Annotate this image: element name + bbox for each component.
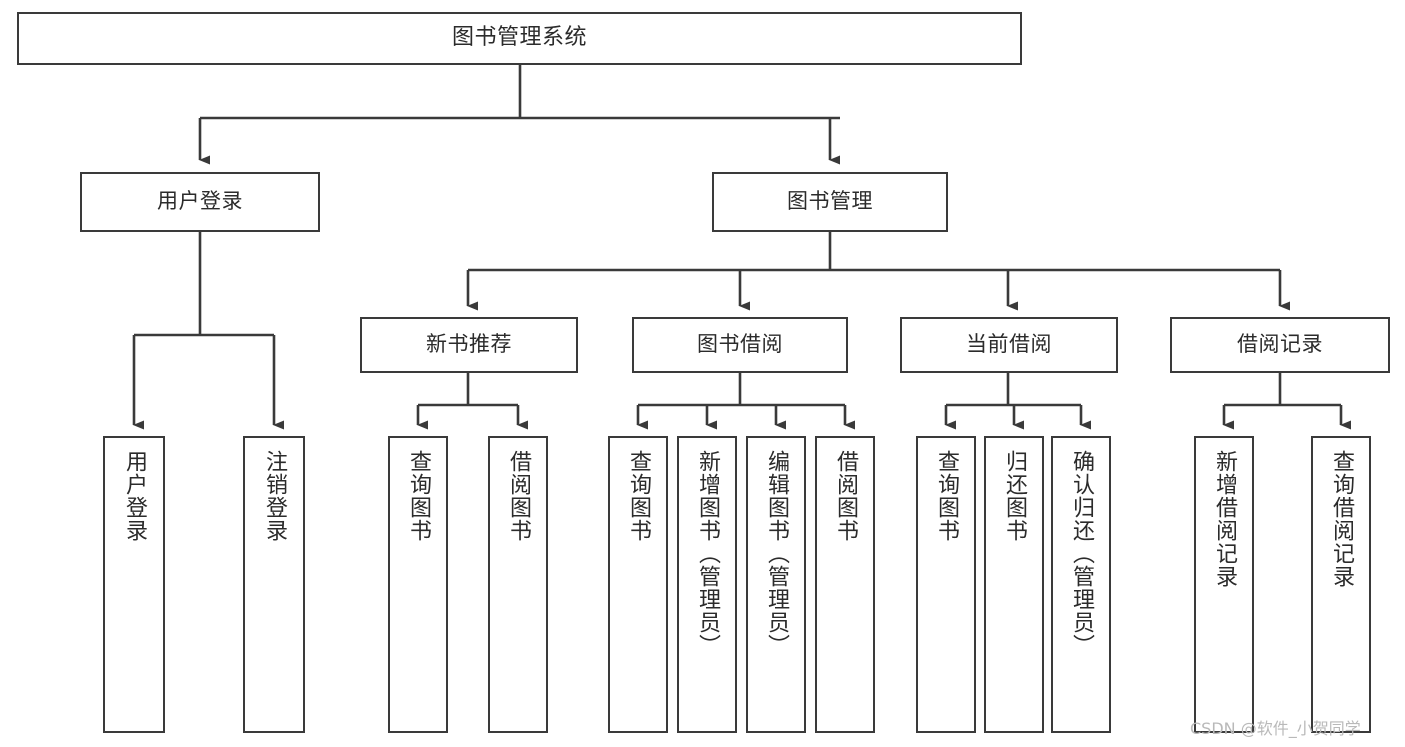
leaf-user-login[interactable]: 用户登录 bbox=[103, 436, 165, 733]
node-borrow-record[interactable]: 借阅记录 bbox=[1170, 317, 1390, 373]
leaf-borrow-book-1[interactable]: 借阅图书 bbox=[488, 436, 548, 733]
leaf-edit-book-label: 编辑图书（管理员） bbox=[763, 450, 789, 657]
leaf-add-borrow-record-label: 新增借阅记录 bbox=[1211, 450, 1237, 588]
leaf-add-book-label: 新增图书（管理员） bbox=[694, 450, 720, 657]
leaf-query-book-2[interactable]: 查询图书 bbox=[608, 436, 668, 733]
leaf-query-borrow-record[interactable]: 查询借阅记录 bbox=[1311, 436, 1371, 733]
node-root-label: 图书管理系统 bbox=[451, 25, 587, 51]
leaf-confirm-return[interactable]: 确认归还（管理员） bbox=[1051, 436, 1111, 733]
node-new-book-recommend-label: 新书推荐 bbox=[426, 332, 512, 357]
node-book-borrow-label: 图书借阅 bbox=[697, 332, 783, 357]
node-borrow-record-label: 借阅记录 bbox=[1237, 332, 1323, 357]
node-user-login-label: 用户登录 bbox=[157, 189, 243, 214]
leaf-query-book-1-label: 查询图书 bbox=[405, 450, 431, 542]
node-user-login[interactable]: 用户登录 bbox=[80, 172, 320, 232]
leaf-edit-book[interactable]: 编辑图书（管理员） bbox=[746, 436, 806, 733]
leaf-user-logout-label: 注销登录 bbox=[261, 450, 287, 542]
leaf-return-book-label: 归还图书 bbox=[1001, 450, 1027, 542]
node-new-book-recommend[interactable]: 新书推荐 bbox=[360, 317, 578, 373]
node-current-borrow[interactable]: 当前借阅 bbox=[900, 317, 1118, 373]
node-current-borrow-label: 当前借阅 bbox=[966, 332, 1052, 357]
node-book-manage-label: 图书管理 bbox=[787, 189, 873, 214]
leaf-add-book[interactable]: 新增图书（管理员） bbox=[677, 436, 737, 733]
leaf-query-book-2-label: 查询图书 bbox=[625, 450, 651, 542]
leaf-query-book-3[interactable]: 查询图书 bbox=[916, 436, 976, 733]
leaf-query-book-3-label: 查询图书 bbox=[933, 450, 959, 542]
leaf-borrow-book-1-label: 借阅图书 bbox=[505, 450, 531, 542]
leaf-return-book[interactable]: 归还图书 bbox=[984, 436, 1044, 733]
leaf-user-logout[interactable]: 注销登录 bbox=[243, 436, 305, 733]
leaf-add-borrow-record[interactable]: 新增借阅记录 bbox=[1194, 436, 1254, 733]
leaf-borrow-book-2[interactable]: 借阅图书 bbox=[815, 436, 875, 733]
leaf-query-book-1[interactable]: 查询图书 bbox=[388, 436, 448, 733]
leaf-borrow-book-2-label: 借阅图书 bbox=[832, 450, 858, 542]
node-root[interactable]: 图书管理系统 bbox=[17, 12, 1022, 65]
leaf-query-borrow-record-label: 查询借阅记录 bbox=[1328, 450, 1354, 588]
csdn-watermark: CSDN @软件_小贺同学 bbox=[1190, 719, 1361, 738]
node-book-borrow[interactable]: 图书借阅 bbox=[632, 317, 848, 373]
leaf-user-login-label: 用户登录 bbox=[121, 450, 147, 542]
leaf-confirm-return-label: 确认归还（管理员） bbox=[1068, 450, 1094, 657]
node-book-manage[interactable]: 图书管理 bbox=[712, 172, 948, 232]
